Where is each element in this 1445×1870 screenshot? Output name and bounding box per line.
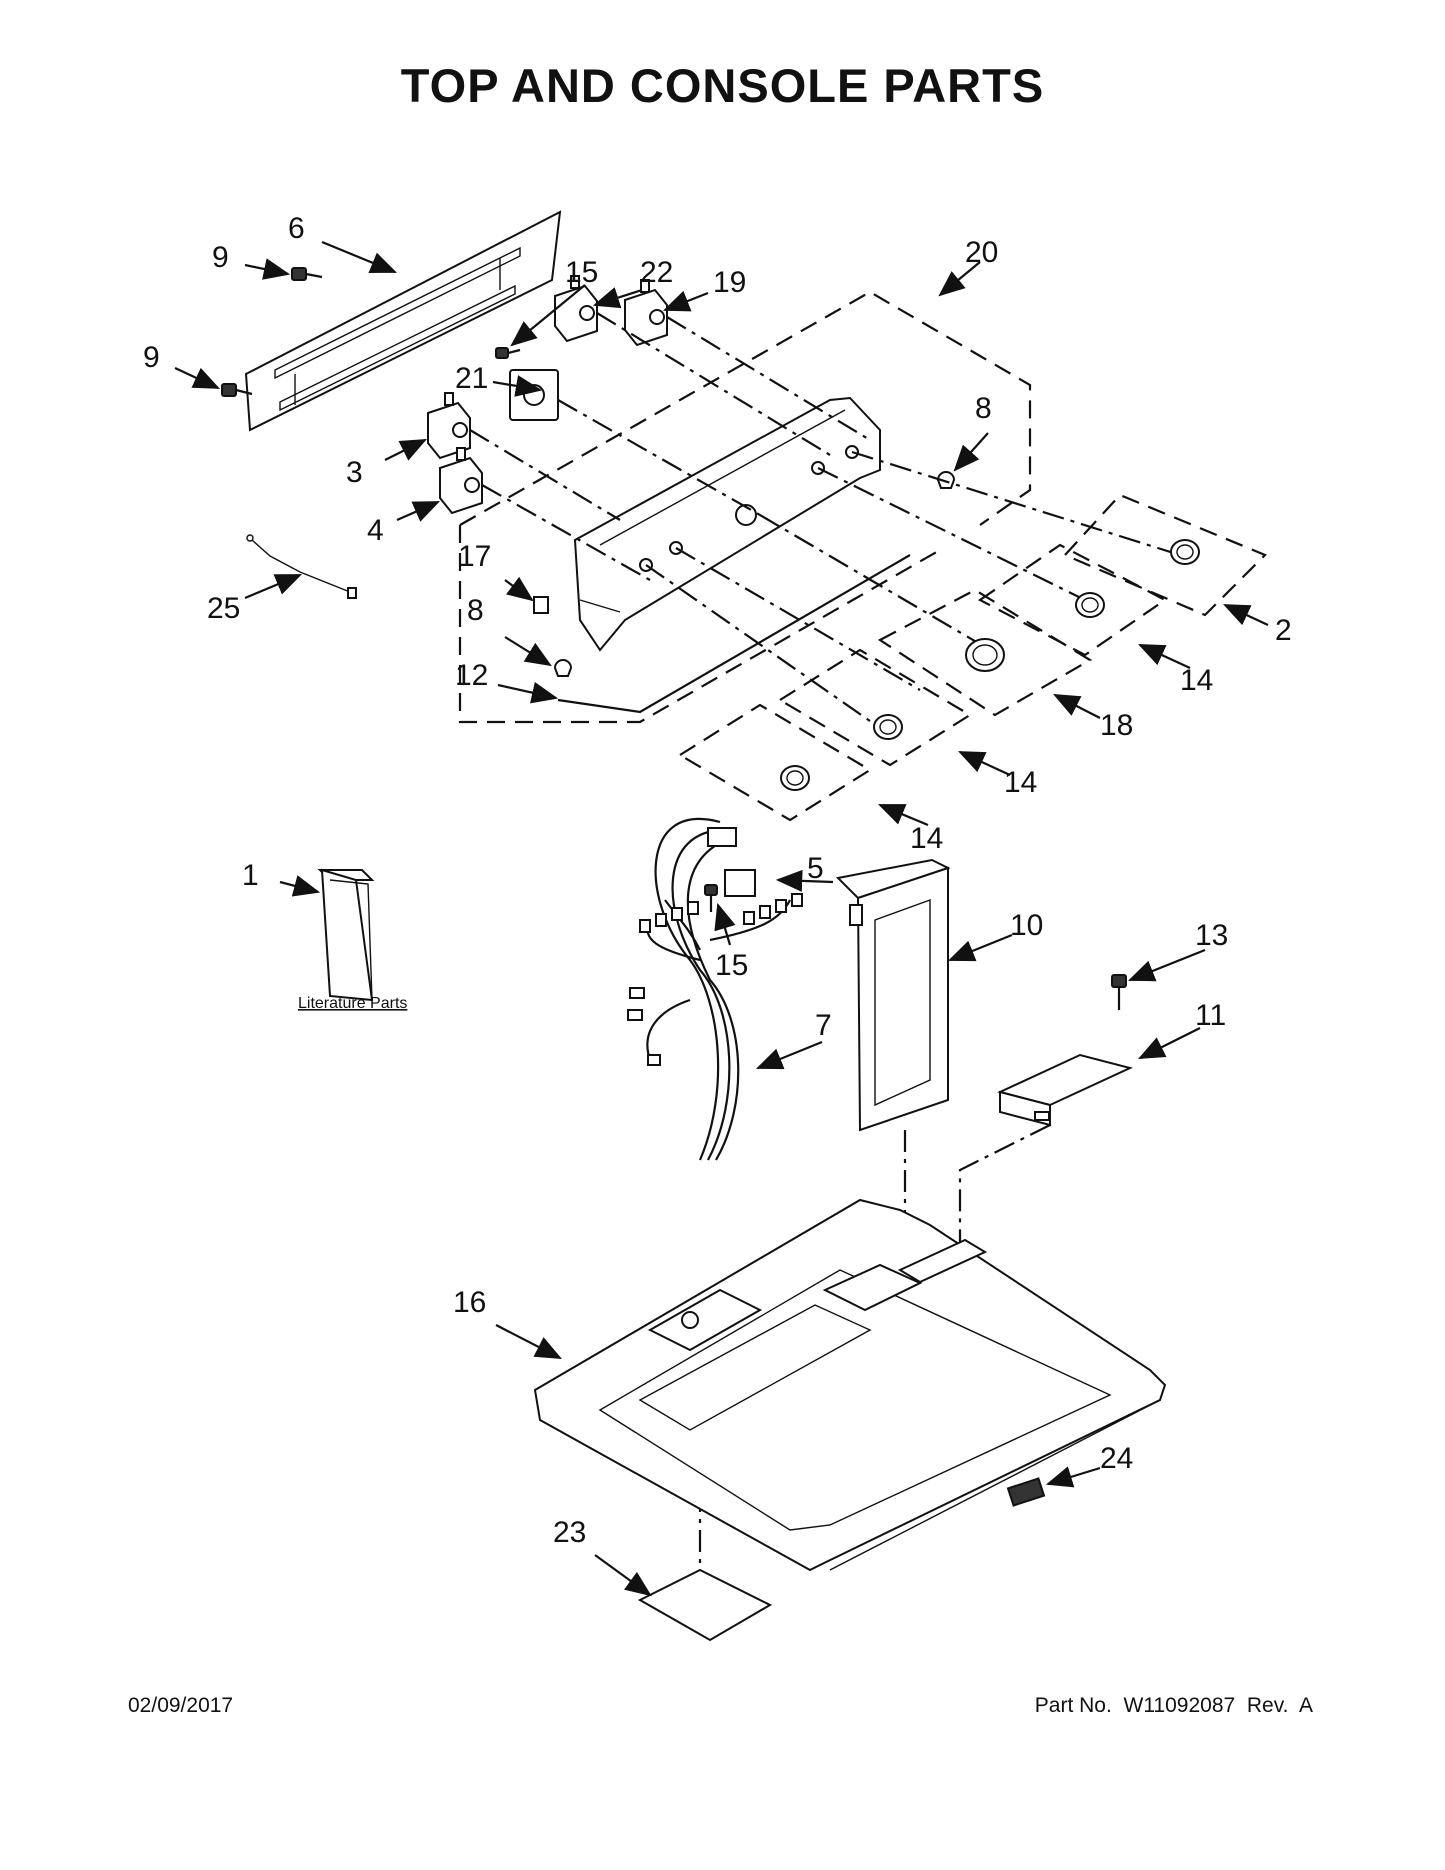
- group-outline-20: [459, 290, 1032, 526]
- footer-part-number: Part No. W11092087 Rev. A: [1034, 1694, 1313, 1717]
- switch-3: [427, 392, 471, 460]
- callout-16: 16: [453, 1286, 486, 1319]
- knob-14-c: [677, 703, 873, 822]
- lid-assembly-10: [835, 858, 951, 1132]
- switch-19: [624, 279, 668, 347]
- callout-14-b: 14: [1004, 766, 1037, 799]
- callout-12: 12: [455, 659, 488, 692]
- callout-3: 3: [346, 456, 363, 489]
- pad-23: [637, 1568, 773, 1642]
- page-title: TOP AND CONSOLE PARTS: [400, 59, 1045, 112]
- clip-17: [533, 596, 549, 614]
- screw-9-top: [291, 267, 323, 281]
- callout-25: 25: [207, 592, 240, 625]
- console-back-panel: [244, 210, 562, 432]
- knob-2: [1063, 493, 1267, 617]
- wire-harness-7: [627, 817, 803, 1161]
- timer-21: [509, 369, 559, 421]
- callout-8-right: 8: [975, 392, 992, 425]
- callout-15-top: 15: [565, 256, 598, 289]
- callout-9-bottom: 9: [143, 341, 160, 374]
- literature-parts-label: Literature Parts: [298, 995, 407, 1012]
- callout-arrows: [174, 240, 1269, 1597]
- callout-24: 24: [1100, 1442, 1133, 1475]
- callout-2: 2: [1275, 614, 1292, 647]
- harness-connectors-left: [627, 901, 699, 1066]
- group-outline-console: [458, 525, 941, 724]
- callout-labels: 6 9 9 15 22 19 20 8 21 3 4 25 17 8 12 2 …: [143, 212, 1292, 1549]
- vent-24: [1006, 1477, 1046, 1507]
- callout-14-c: 14: [910, 822, 943, 855]
- callout-6: 6: [288, 212, 305, 245]
- callout-17: 17: [458, 540, 491, 573]
- callout-20: 20: [965, 236, 998, 269]
- callout-5: 5: [807, 852, 824, 885]
- callout-8-left: 8: [467, 594, 484, 627]
- callout-11: 11: [1195, 999, 1226, 1032]
- clip-8-right: [936, 471, 956, 489]
- screw-15-top: [495, 347, 521, 359]
- callout-19: 19: [713, 266, 746, 299]
- callout-7: 7: [815, 1009, 832, 1042]
- switch-4: [439, 447, 483, 515]
- hinge-bracket-11: [997, 1053, 1133, 1127]
- callout-9-top: 9: [212, 241, 229, 274]
- leader-lines: [469, 312, 1181, 736]
- callout-1: 1: [242, 859, 259, 892]
- callout-10: 10: [1010, 909, 1043, 942]
- callout-13: 13: [1195, 919, 1228, 952]
- callout-22: 22: [640, 256, 673, 289]
- knob-18: [877, 588, 1093, 717]
- screw-13: [1111, 974, 1127, 1010]
- wire-25: [246, 534, 357, 599]
- clip-8-left: [553, 659, 573, 677]
- seal-strip-12: [557, 554, 911, 714]
- leader-hinge: [958, 1124, 1051, 1260]
- callout-4: 4: [367, 514, 384, 547]
- knob-14-b: [777, 648, 973, 767]
- callout-23: 23: [553, 1516, 586, 1549]
- harness-connectors-right: [743, 893, 803, 925]
- screw-15-bottom: [704, 884, 718, 912]
- callout-15-bottom: 15: [715, 949, 748, 982]
- footer-date: 02/09/2017: [128, 1694, 234, 1717]
- callout-18: 18: [1100, 709, 1133, 742]
- knob-14-a: [977, 543, 1168, 657]
- screw-9-bottom: [221, 383, 253, 397]
- callout-14-a: 14: [1180, 664, 1213, 697]
- washer-top-16: [533, 1198, 1167, 1572]
- callout-21: 21: [455, 362, 488, 395]
- literature-parts: [317, 868, 375, 1002]
